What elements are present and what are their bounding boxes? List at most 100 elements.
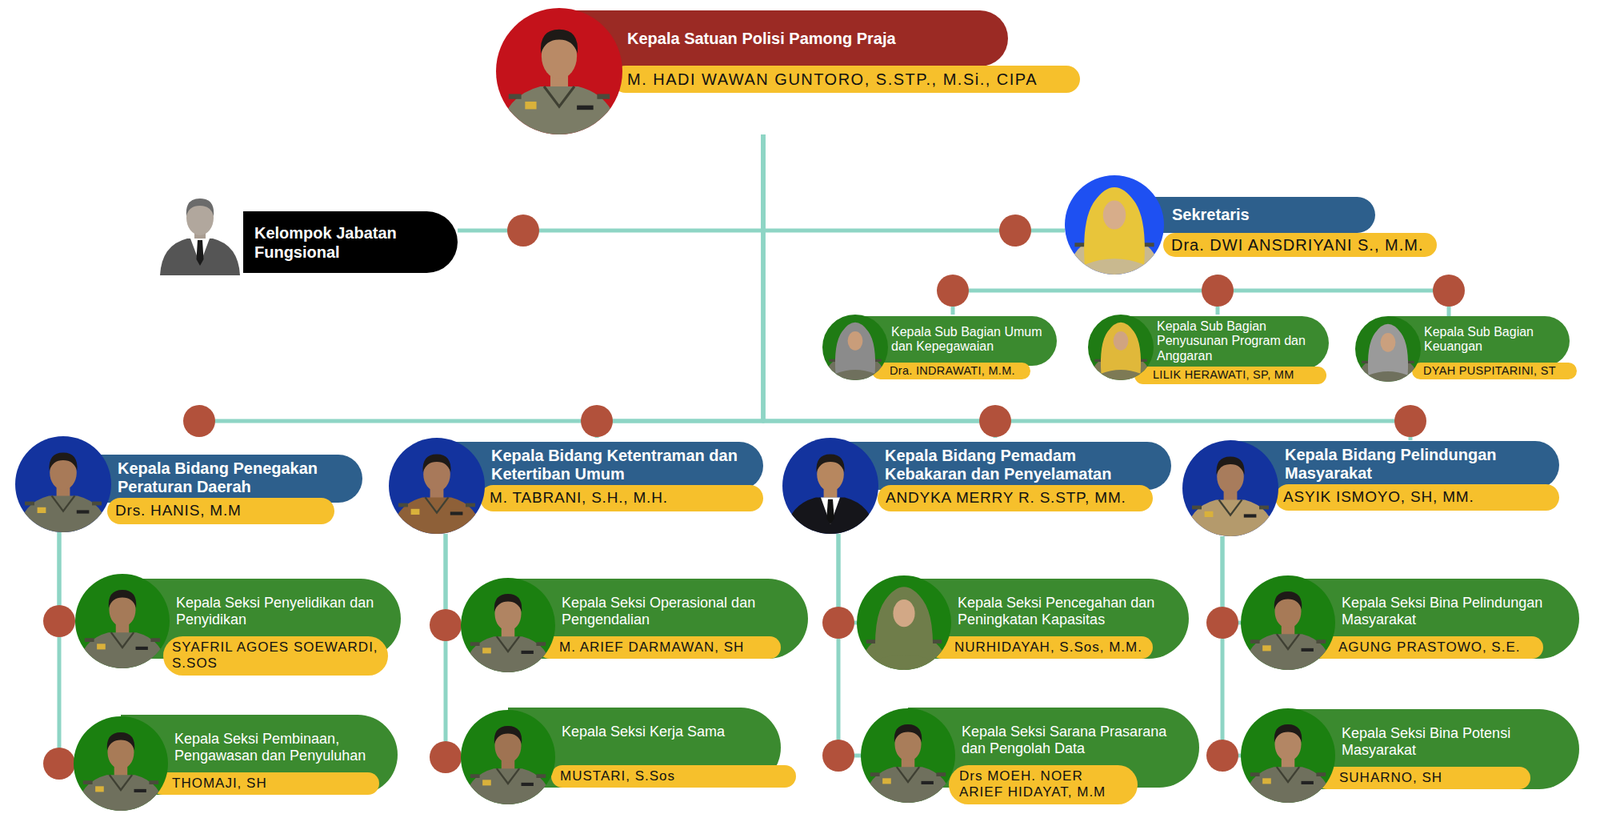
connector — [199, 134, 764, 436]
connector — [59, 532, 74, 764]
name-bar: MUSTARI, S.Sos — [551, 764, 796, 788]
connector — [952, 274, 1218, 315]
portrait-photo — [1088, 314, 1154, 380]
connector — [838, 533, 861, 756]
portrait-photo — [15, 436, 112, 532]
person-figure — [462, 725, 553, 804]
person-name: M. HADI WAWAN GUNTORO, S.STP., M.Si., CI… — [627, 69, 1068, 89]
collar — [425, 496, 449, 512]
name-bar: M. HADI WAWAN GUNTORO, S.STP., M.Si., CI… — [612, 65, 1080, 93]
person-figure — [75, 732, 166, 811]
uniform — [76, 632, 168, 668]
hair — [816, 453, 844, 472]
epaulette — [1074, 242, 1084, 247]
junction-dot — [43, 604, 76, 637]
portrait-photo — [1240, 708, 1336, 803]
person-figure — [862, 724, 953, 803]
position-title: Kepala Seksi Bina Pelindungan Masyarakat — [1341, 594, 1562, 628]
connector — [763, 134, 1411, 440]
hair — [48, 452, 77, 471]
position-box: Kepala Seksi Bina Pelindungan Masyarakat… — [1240, 575, 1580, 670]
badge — [882, 777, 892, 784]
uniform — [1242, 766, 1333, 803]
position-title: Kepala Satuan Polisi Pamong Praja — [627, 29, 989, 48]
name-tag — [76, 509, 90, 513]
epaulette — [1144, 242, 1154, 247]
epaulette — [936, 772, 946, 776]
person-name: AGUNG PRASTOWO, S.E. — [1338, 639, 1536, 656]
junction-dot — [507, 214, 540, 247]
position-box: Kepala Seksi Sarana Prasarana dan Pengol… — [860, 707, 1200, 804]
epaulette — [536, 773, 546, 778]
portrait-photo — [1182, 440, 1279, 536]
badge — [482, 647, 492, 653]
face — [1380, 332, 1396, 352]
name-tag — [521, 650, 534, 654]
name-bar: Dra. DWI ANSDRIYANI S., M.M. — [1163, 232, 1437, 257]
header-pill: Kepala Bidang Pemadam Kebakaran dan Peny… — [830, 441, 1172, 490]
person-name: M. ARIEF DARMAWAN, SH — [559, 639, 773, 656]
header-pill: Kepala Satuan Polisi Pamong Praja — [559, 10, 1008, 67]
connector — [763, 134, 996, 438]
name-tag — [450, 511, 464, 515]
position-title: Kepala Seksi Pembinaan, Pengawasan dan P… — [174, 730, 380, 764]
epaulette — [870, 772, 880, 776]
face — [848, 331, 864, 351]
position-box: Kepala Sub Bagian Umum dan KepegawaianDr… — [822, 314, 1057, 380]
face — [1113, 331, 1129, 351]
hair — [422, 453, 451, 472]
person-figure — [1242, 591, 1333, 670]
position-title: Kepala Sub Bagian Umum dan Kepegawaian — [891, 324, 1046, 355]
uniform — [462, 636, 553, 672]
collar — [896, 766, 920, 782]
position-box: Kepala Bidang Penegakan Peraturan Daerah… — [15, 436, 363, 532]
person-figure — [16, 452, 109, 532]
uniform — [16, 495, 109, 532]
hair — [108, 589, 137, 608]
face — [1103, 200, 1127, 230]
epaulette — [92, 501, 102, 506]
portrait-photo — [1064, 175, 1164, 275]
collar — [111, 632, 134, 648]
position-title: Kepala Bidang Pemadam Kebakaran dan Peny… — [884, 446, 1157, 484]
hair — [1274, 591, 1303, 609]
junction-dot — [979, 404, 1012, 437]
junction-dot — [580, 404, 613, 437]
person-figure — [858, 586, 949, 670]
position-title: Kepala Sub Bagian Penyusunan Program dan… — [1156, 319, 1318, 364]
hair — [1274, 724, 1303, 742]
position-title: Kepala Sub Bagian Keuangan — [1424, 324, 1559, 355]
portrait-photo — [460, 577, 556, 672]
hair — [894, 724, 923, 742]
junction-dot — [43, 747, 76, 780]
name-bar: ASYIK ISMOYO, SH, MM. — [1275, 484, 1560, 511]
position-box: Kepala Sub Bagian KeuanganDYAH PUSPITARI… — [1355, 316, 1577, 382]
junction-dot — [429, 608, 462, 641]
position-box: Kepala Seksi Pembinaan, Pengawasan dan P… — [73, 714, 398, 811]
name-tag — [1301, 780, 1314, 784]
name-bar: M. ARIEF DARMAWAN, SH — [538, 636, 781, 659]
person-figure — [824, 322, 888, 380]
epaulette — [465, 503, 476, 508]
junction-dot — [822, 606, 855, 639]
uniform — [75, 774, 166, 811]
person-name: LILIK HERAWATI, SP, MM — [1152, 368, 1320, 382]
name-bar: NURHIDAYAH, S.Sos, M.M. — [930, 636, 1153, 659]
name-tag — [134, 788, 147, 792]
connector — [1217, 274, 1449, 316]
position-box: Kepala Bidang Ketentraman dan Ketertiban… — [388, 437, 764, 534]
face — [892, 599, 915, 627]
person-name: ASYIK ISMOYO, SH, MM. — [1283, 488, 1548, 507]
junction-dot — [429, 740, 462, 773]
name-bar: THOMAJI, SH — [151, 772, 380, 795]
shirt — [820, 496, 840, 524]
tie — [826, 499, 835, 524]
person-figure — [1066, 187, 1162, 275]
junction-dot — [999, 214, 1032, 247]
badge — [1262, 644, 1272, 651]
junction-dot — [183, 404, 216, 437]
person-figure — [1184, 456, 1276, 536]
group-pill: Kelompok Jabatan Fungsional — [243, 211, 458, 273]
name-tag — [521, 782, 534, 786]
